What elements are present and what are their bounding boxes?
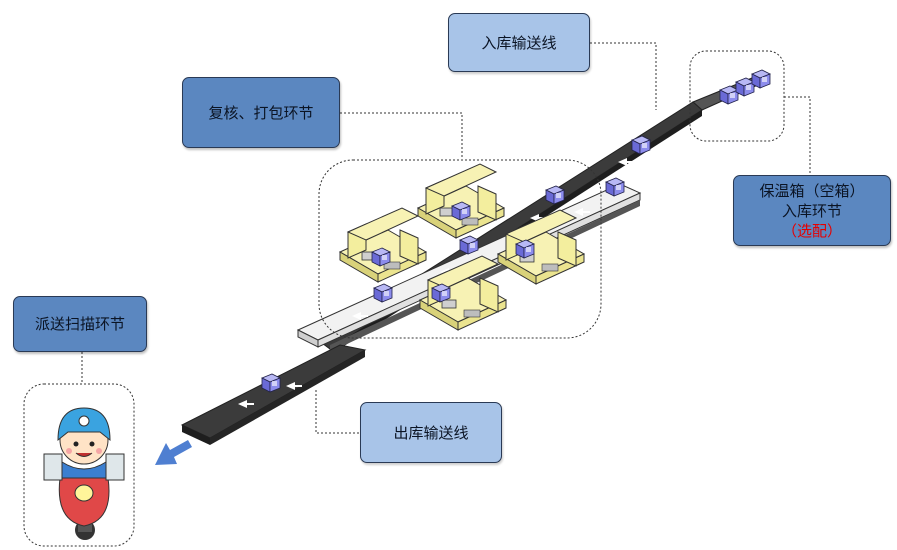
leader-lines xyxy=(81,42,811,434)
outbound-line-label: 出库输送线 xyxy=(360,402,502,463)
cooler-inbound-optional: （选配） xyxy=(781,221,842,240)
exit-arrow-icon xyxy=(155,440,192,465)
inbound-line-text: 入库输送线 xyxy=(481,33,557,52)
cooler-area-outline xyxy=(689,50,785,142)
dispatch-scan-text: 派送扫描环节 xyxy=(34,315,125,333)
recheck-pack-label: 复核、打包环节 xyxy=(182,77,340,148)
delivery-rider-icon xyxy=(43,407,125,540)
cooler-inbound-line2: 入库环节 xyxy=(781,201,842,220)
cooler-inbound-line1: 保温箱（空箱） xyxy=(759,181,865,200)
dispatch-scan-label: 派送扫描环节 xyxy=(13,296,147,352)
rider-area-outline xyxy=(23,383,135,547)
outbound-conveyor xyxy=(180,344,367,445)
outbound-line-text: 出库输送线 xyxy=(393,423,469,442)
inbound-line-label: 入库输送线 xyxy=(448,13,590,72)
packing-area-outline xyxy=(318,159,602,339)
cooler-inbound-label: 保温箱（空箱） 入库环节 （选配） xyxy=(733,175,891,246)
recheck-pack-text: 复核、打包环节 xyxy=(208,103,314,122)
